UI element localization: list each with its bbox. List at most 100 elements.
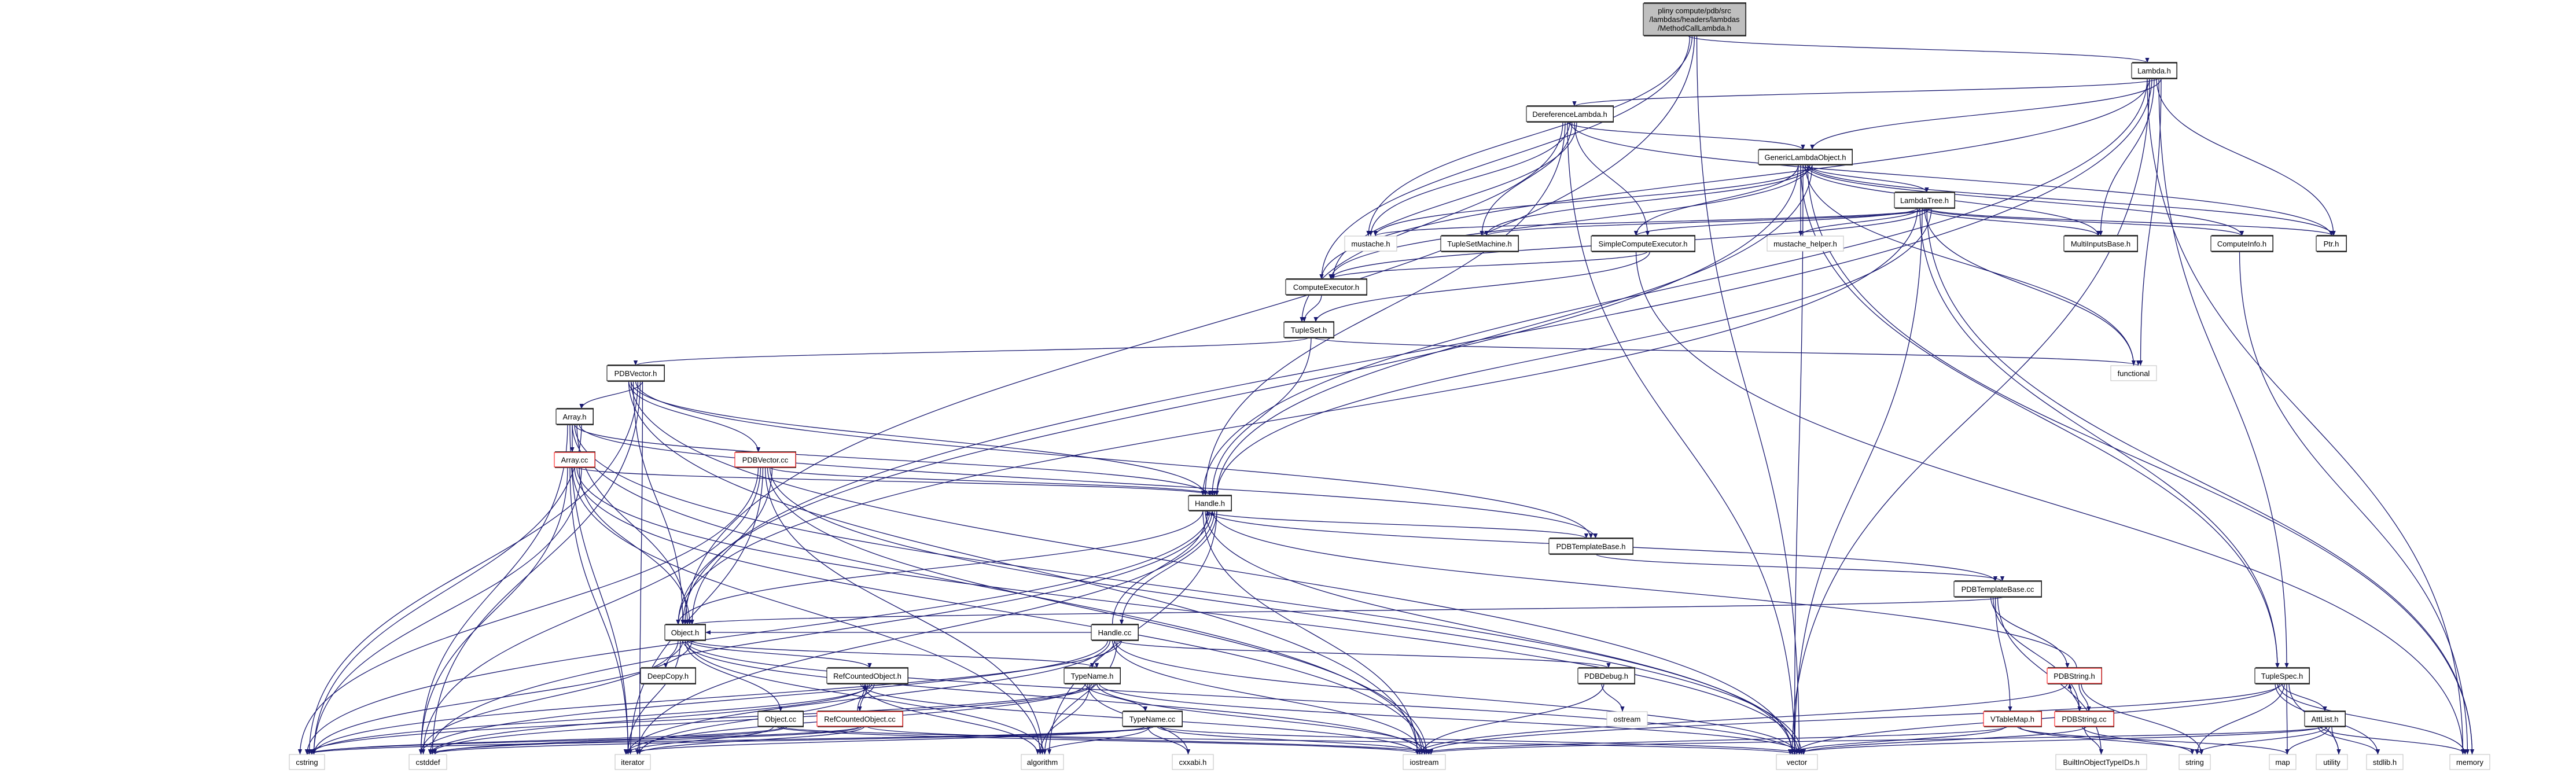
include-edge-Object_h-to-algorithm (687, 639, 1047, 755)
node-label: utility (2323, 758, 2341, 767)
include-edge-Lambda-to-MultiInputsBase (2098, 78, 2155, 237)
file-node-array-h[interactable]: Array.h (555, 408, 594, 425)
include-edge-PDBVector_cc-to-iostream (767, 466, 1429, 755)
file-node-attlist[interactable]: AttList.h (2304, 711, 2346, 727)
node-label: PDBVector.cc (742, 456, 789, 465)
file-node-pdbvector-cc[interactable]: PDBVector.cc (734, 451, 796, 468)
file-node-pdbdebug[interactable]: PDBDebug.h (1577, 667, 1635, 684)
node-box (614, 754, 651, 770)
file-node-vtablemap[interactable]: VTableMap.h (1983, 711, 2042, 727)
file-node-pdbstring-cc[interactable]: PDBString.cc (2054, 711, 2114, 727)
include-edge-AttList-to-vector (1793, 726, 2323, 755)
file-node-genericlambdaobject[interactable]: GenericLambdaObject.h (1758, 149, 1853, 165)
file-node-functional: functional (2110, 365, 2157, 381)
include-edge-Array_cc-to-iostream (574, 466, 1427, 755)
file-node-simplecomputeexecutor[interactable]: SimpleComputeExecutor.h (1591, 235, 1695, 252)
file-node-typename-cc[interactable]: TypeName.cc (1122, 711, 1183, 727)
file-node-pdbtemplatebase-h[interactable]: PDBTemplateBase.h (1548, 538, 1633, 555)
include-edge-TupleSet-to-PDBVector_h (634, 337, 1309, 366)
node-label: Handle.h (1195, 499, 1225, 508)
node-label: RefCountedObject.h (833, 672, 901, 680)
node-box (1577, 668, 1635, 684)
file-node-pdbtemplatebase-cc[interactable]: PDBTemplateBase.cc (1953, 580, 2042, 598)
node-box (1403, 754, 1446, 770)
file-node-handle-h[interactable]: Handle.h (1188, 495, 1232, 511)
include-edge-Array_h-to-Handle_h (574, 424, 1212, 496)
include-edge-PDBString_h-to-Handle_h (1210, 510, 2077, 669)
file-node-handle-cc[interactable]: Handle.cc (1091, 624, 1139, 641)
include-edge-GenericLambdaObject-to-memory (1807, 164, 2475, 755)
include-edge-Object_h-to-iterator (625, 639, 681, 755)
include-edge-GenericLambdaObject-to-vector (1792, 164, 1804, 755)
node-box (1440, 235, 1519, 252)
include-edge-Array_cc-to-cstddef (418, 466, 568, 755)
include-edge-PDBTemplateBase_cc-to-VTableMap (1994, 596, 2012, 712)
node-label: memory (2456, 758, 2483, 767)
node-box (2269, 754, 2297, 770)
include-edge-GenericLambdaObject-to-TupleSpec (1800, 164, 2280, 669)
include-edge-PDBVector_cc-to-Object_h (690, 466, 773, 625)
node-box (555, 408, 594, 425)
node-box (1283, 322, 1334, 338)
include-edge-LambdaTree-to-SimpleComputeExecutor (1634, 207, 1918, 237)
include-edge-TupleSpec-to-string (2195, 683, 2285, 755)
file-node-object-cc[interactable]: Object.cc (757, 711, 804, 727)
include-edge-Handle_h-to-PDBTemplateBase_h (1205, 510, 1588, 539)
file-node-pdbvector-h[interactable]: PDBVector.h (606, 365, 665, 382)
node-box (1285, 279, 1367, 295)
include-edge-GenericLambdaObject-to-Handle_h (1215, 164, 1813, 496)
node-box (2055, 754, 2147, 770)
include-edge-PDBVector_h-to-cstring (307, 380, 639, 755)
include-edge-GenericLambdaObject-to-SimpleComputeExecutor (1633, 164, 1799, 237)
node-box (1526, 106, 1614, 122)
include-edge-PDBTemplateBase_cc-to-Object_h (690, 596, 2005, 625)
file-node-refcountedobject-cc[interactable]: RefCountedObject.cc (816, 711, 903, 727)
node-box (2316, 754, 2348, 770)
node-box (1758, 149, 1853, 165)
include-edge-LambdaTree-to-TupleSpec (1919, 207, 2280, 669)
include-edge-Handle_cc-to-cstddef (418, 639, 1109, 755)
file-node-tuplesetmachine[interactable]: TupleSetMachine.h (1440, 235, 1519, 252)
include-edge-TypeName_h-to-iostream (1096, 683, 1431, 755)
include-edge-Handle_cc-to-cstring (311, 639, 1123, 755)
file-node-deepcopy[interactable]: DeepCopy.h (640, 667, 696, 684)
include-edge-RefCountedObject_cc-to-cstddef (428, 726, 863, 755)
include-edge-Handle_cc-to-Handle_h (1112, 510, 1210, 625)
include-edge-GenericLambdaObject-to-Ptr (1807, 164, 2336, 237)
file-node-pdbstring-h[interactable]: PDBString.h (2047, 667, 2102, 684)
file-node-computeinfo[interactable]: ComputeInfo.h (2210, 235, 2273, 252)
node-label: vector (1787, 758, 1808, 767)
node-label: Array.cc (561, 456, 588, 465)
include-edge-RefCountedObject_cc-to-cstring (305, 726, 860, 755)
file-node-tuplespec[interactable]: TupleSpec.h (2254, 667, 2310, 684)
file-node-ptr[interactable]: Ptr.h (2316, 235, 2347, 252)
file-node-memory: memory (2449, 754, 2490, 770)
node-box (734, 452, 796, 468)
file-node-typename-h[interactable]: TypeName.h (1063, 667, 1121, 684)
file-node-dereferencelambda[interactable]: DereferenceLambda.h (1526, 105, 1614, 123)
file-node-computeexecutor[interactable]: ComputeExecutor.h (1285, 278, 1367, 296)
include-edge-PDBDebug-to-iostream (1419, 683, 1605, 755)
include-edge-PDBString_cc-to-vector (1797, 726, 2087, 755)
file-node-lambda[interactable]: Lambda.h (2131, 62, 2177, 79)
node-label: PDBVector.h (614, 369, 657, 378)
include-edge-Array_h-to-cstddef (418, 424, 568, 755)
node-box (826, 668, 908, 684)
file-node-object-h[interactable]: Object.h (664, 624, 706, 641)
node-box (757, 711, 804, 727)
file-node-tupleset[interactable]: TupleSet.h (1283, 321, 1334, 338)
include-edge-VTableMap-to-map (2016, 726, 2290, 755)
node-box (1063, 668, 1121, 684)
node-label: PDBTemplateBase.h (1556, 542, 1626, 551)
file-node-map: map (2269, 754, 2297, 770)
file-node-multiinputsbase[interactable]: MultiInputsBase.h (2063, 235, 2138, 252)
file-node-refcountedobject-h[interactable]: RefCountedObject.h (826, 667, 908, 684)
node-box (2210, 235, 2273, 252)
file-node-lambdatree[interactable]: LambdaTree.h (1894, 192, 1955, 209)
node-label: DereferenceLambda.h (1532, 110, 1607, 119)
node-label-line: /lambdas/headers/lambdas (1649, 15, 1740, 24)
include-edge-PDBVector_h-to-cstddef (430, 380, 641, 755)
node-label: ComputeExecutor.h (1293, 283, 1359, 292)
file-node-array-cc[interactable]: Array.cc (554, 451, 595, 468)
file-node-vector: vector (1776, 754, 1818, 770)
